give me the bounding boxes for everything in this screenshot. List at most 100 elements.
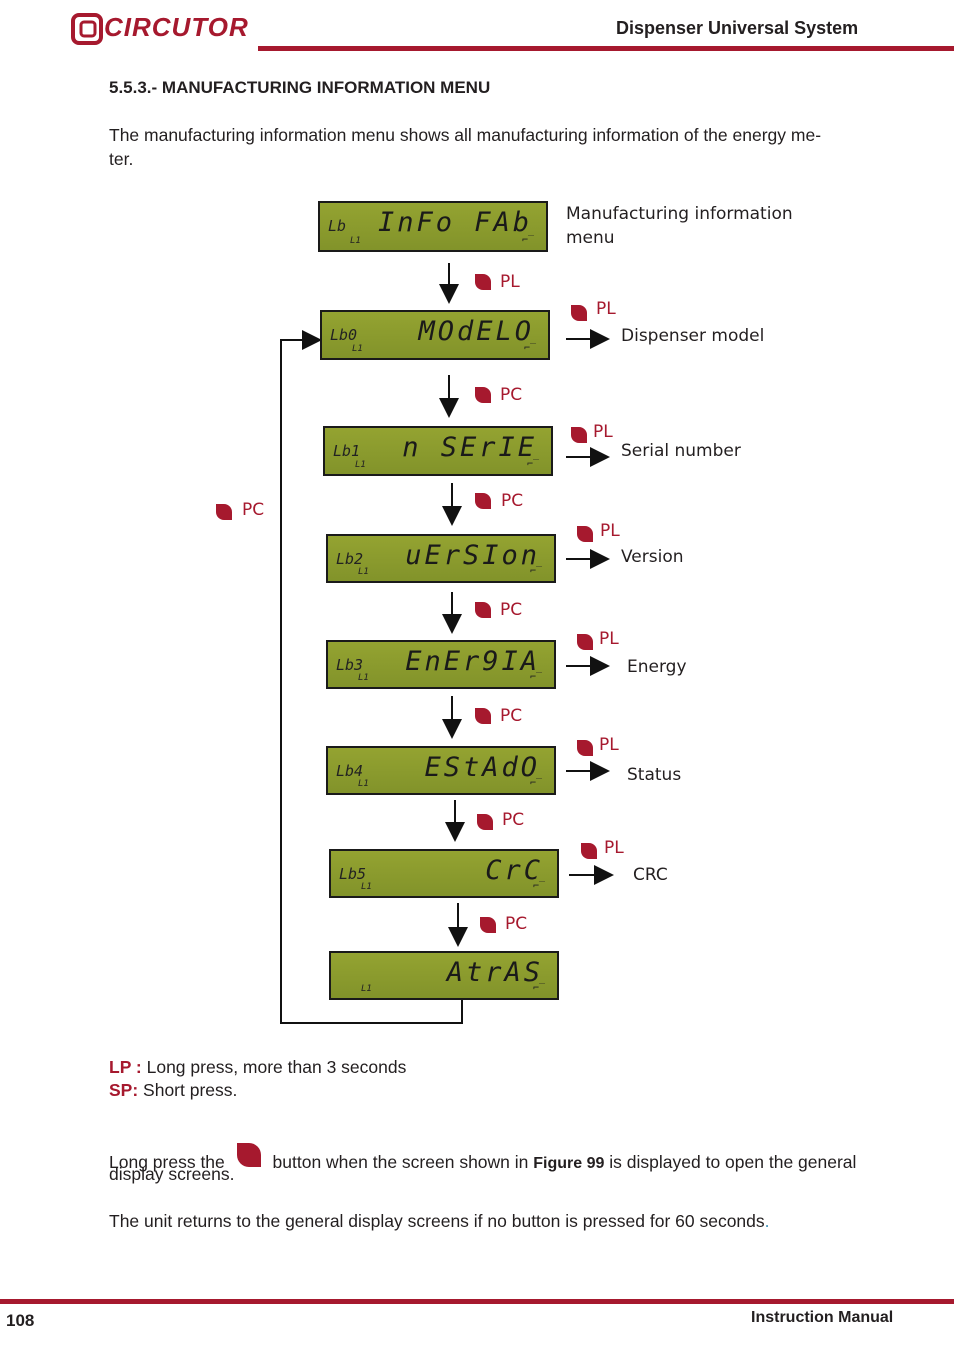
lcd-switch-icon: ⌐‾: [523, 343, 536, 354]
button-icon: [475, 387, 491, 403]
lcd-sub: L1: [361, 984, 372, 994]
down-button-label: PC: [500, 600, 523, 620]
lcd-code: Lb3: [336, 656, 364, 674]
p1-end: is displayed to open the general: [609, 1152, 857, 1172]
lcd-main: EStAdO: [424, 752, 540, 783]
label-manufacturing-info: Manufacturing information: [566, 204, 793, 224]
header-rule: [258, 46, 954, 51]
down-button-label: PL: [500, 272, 520, 292]
down-button-label: PC: [505, 914, 528, 934]
lcd-main: CrC: [485, 855, 543, 886]
lcd-main: n SErIE: [402, 432, 537, 463]
circutor-logo-icon: [71, 13, 103, 45]
button-icon: [577, 526, 593, 542]
lcd-code: Lb2: [336, 550, 364, 568]
lcd-switch-icon: ⌐‾: [521, 235, 534, 246]
label-status: Status: [627, 765, 682, 785]
side-button-label: PL: [600, 521, 620, 541]
button-icon: [475, 274, 491, 290]
legend-lp: LP : Long press, more than 3 seconds: [109, 1056, 406, 1079]
lcd-switch-icon: ⌐‾: [529, 672, 542, 683]
lcd-main: InFo FAb: [377, 207, 532, 238]
down-button-label: PC: [502, 810, 525, 830]
footer-rule: [0, 1299, 954, 1304]
intro-line-2: ter.: [109, 149, 134, 169]
lcd-switch-icon: ⌐‾: [532, 983, 545, 994]
lcd-screen-estado: Lb4 L1 EStAdO ⌐‾: [326, 746, 556, 795]
lcd-main: EnEr9IA: [405, 646, 540, 677]
button-icon: [480, 917, 496, 933]
lcd-sub: L1: [358, 779, 369, 789]
lcd-switch-icon: ⌐‾: [532, 881, 545, 892]
lcd-code: Lb4: [336, 762, 364, 780]
lcd-screen-energia: Lb3 L1 EnEr9IA ⌐‾: [326, 640, 556, 689]
lcd-screen-modelo: Lb0 L1 MOdELO ⌐‾: [320, 310, 550, 360]
paragraph-long-press: Long press the button when the screen sh…: [109, 1140, 856, 1175]
logo-text: CIRCUTOR: [104, 12, 249, 42]
lcd-sub: L1: [358, 567, 369, 577]
legend-sp-key: SP:: [109, 1080, 139, 1100]
lcd-sub: L1: [350, 236, 361, 246]
lcd-screen-crc: Lb5 L1 CrC ⌐‾: [329, 849, 559, 898]
page-number: 108: [6, 1311, 35, 1330]
down-button-label: PC: [500, 706, 523, 726]
button-icon: [571, 305, 587, 321]
lcd-sub: L1: [358, 673, 369, 683]
header-title: Dispenser Universal System: [616, 18, 859, 38]
button-icon: [475, 493, 491, 509]
button-icon: [577, 740, 593, 756]
button-icon: [571, 427, 587, 443]
label-menu: menu: [566, 228, 615, 248]
side-button-label: PL: [599, 629, 619, 649]
footer-title: Instruction Manual: [751, 1309, 894, 1326]
lcd-sub: L1: [352, 344, 363, 354]
p2-text: The unit returns to the general display …: [109, 1211, 765, 1231]
label-version: Version: [621, 547, 684, 567]
button-icon: [581, 843, 597, 859]
lcd-switch-icon: ⌐‾: [529, 566, 542, 577]
legend-sp-text: Short press.: [138, 1080, 238, 1100]
lcd-main: AtrAS: [446, 957, 543, 988]
legend-lp-text: Long press, more than 3 seconds: [141, 1057, 407, 1077]
label-serial-number: Serial number: [621, 441, 741, 461]
lcd-code: Lb1: [333, 442, 361, 460]
section-title: 5.5.3.- MANUFACTURING INFORMATION MENU: [109, 78, 491, 97]
down-button-label: PC: [500, 385, 523, 405]
figure-reference: Figure 99: [533, 1155, 605, 1172]
down-button-label: PC: [501, 491, 524, 511]
lcd-screen-serie: Lb1 L1 n SErIE ⌐‾: [323, 426, 553, 476]
label-energy: Energy: [627, 657, 687, 677]
button-icon: [577, 634, 593, 650]
button-icon: [477, 814, 493, 830]
p1-after: button when the screen shown in: [272, 1152, 529, 1172]
lcd-screen-info-fab: Lb L1 InFo FAb ⌐‾: [318, 201, 548, 252]
button-icon: [236, 1143, 261, 1167]
legend-sp: SP: Short press.: [109, 1079, 237, 1102]
p2-dot: .: [764, 1211, 770, 1231]
lcd-screen-atras: L1 AtrAS ⌐‾: [329, 951, 559, 1000]
lcd-code: Lb: [328, 217, 347, 235]
p1-before: Long press the: [109, 1152, 225, 1172]
button-icon: [475, 708, 491, 724]
loop-button-label: PC: [242, 500, 265, 520]
intro-line-1: The manufacturing information menu shows…: [109, 125, 822, 145]
legend-lp-key: LP :: [109, 1057, 142, 1077]
side-button-label: PL: [596, 299, 616, 319]
lcd-screen-version: Lb2 L1 uErSIon ⌐‾: [326, 534, 556, 583]
label-crc: CRC: [633, 865, 668, 885]
lcd-sub: L1: [361, 882, 372, 892]
lcd-main: MOdELO: [418, 316, 534, 347]
side-button-label: PL: [593, 422, 613, 442]
side-button-label: PL: [604, 838, 624, 858]
lcd-switch-icon: ⌐‾: [529, 778, 542, 789]
side-button-label: PL: [599, 735, 619, 755]
lcd-main: uErSIon: [405, 540, 540, 571]
button-icon: [216, 504, 232, 520]
paragraph-timeout: The unit returns to the general display …: [109, 1210, 770, 1233]
lcd-sub: L1: [355, 460, 366, 470]
label-dispenser-model: Dispenser model: [621, 326, 765, 346]
lcd-switch-icon: ⌐‾: [526, 459, 539, 470]
p1-line-2: display screens.: [109, 1164, 235, 1184]
lcd-code: Lb0: [330, 326, 358, 344]
